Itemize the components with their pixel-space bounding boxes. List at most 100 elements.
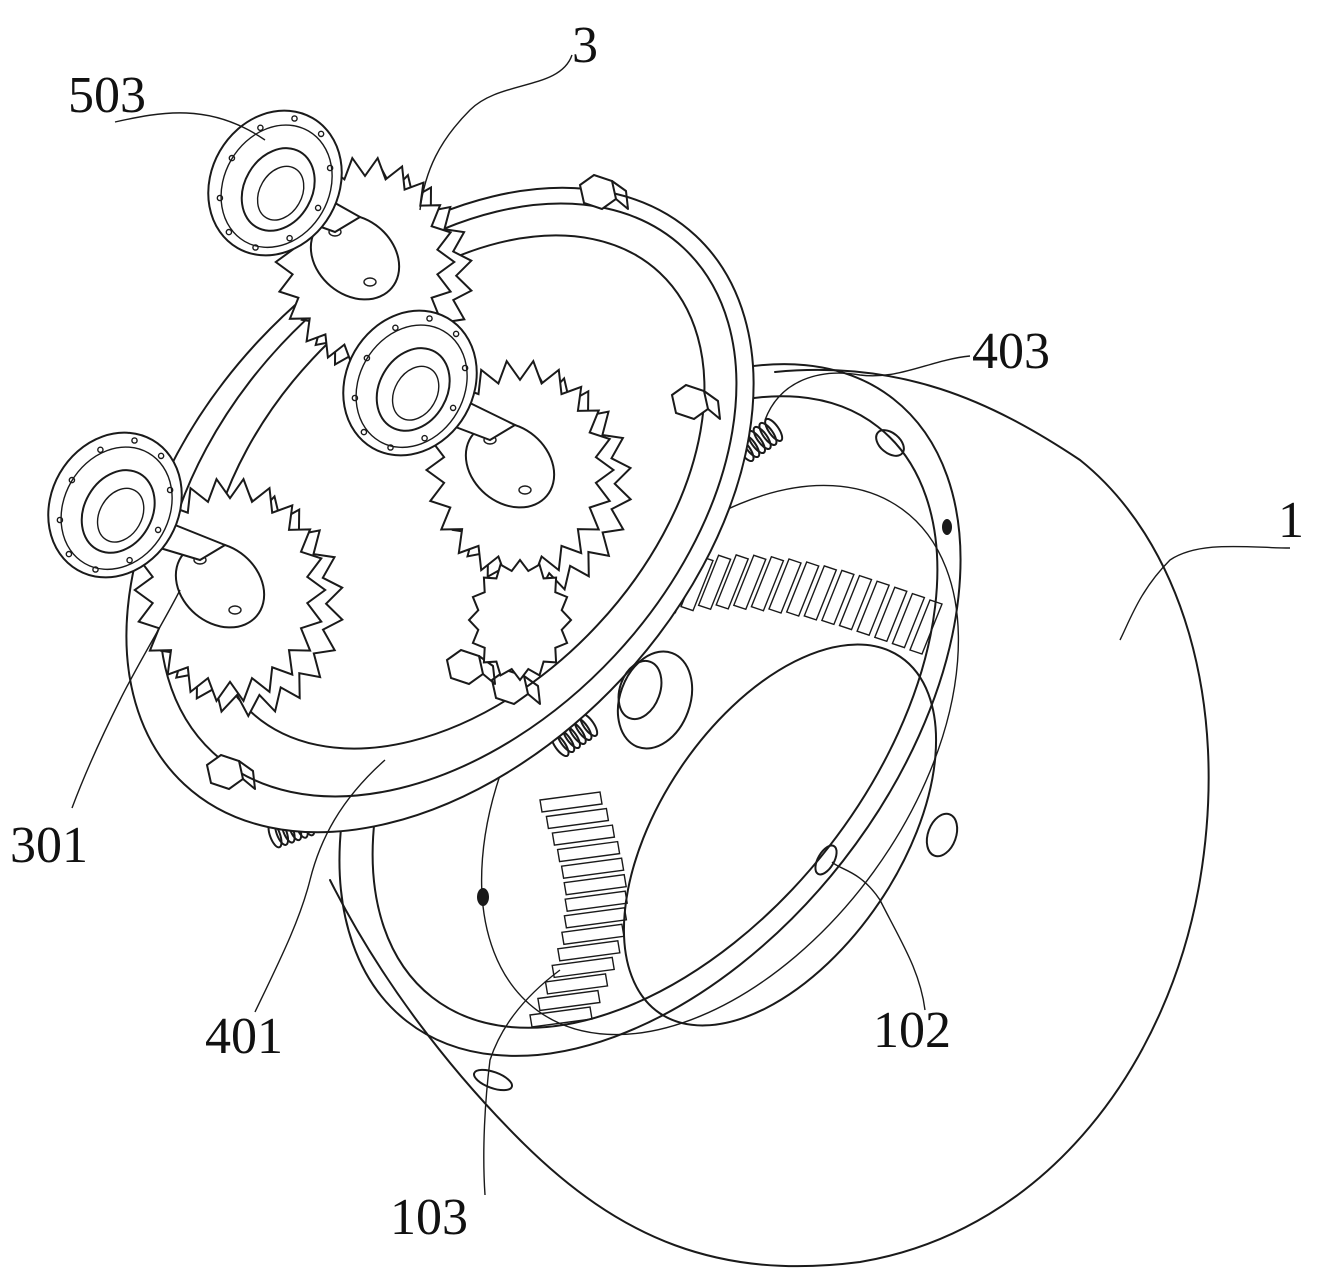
- coil-turn: [752, 425, 772, 450]
- label-103: 103: [390, 1189, 468, 1246]
- bearing-bore: [391, 365, 440, 421]
- ring-tooth: [838, 574, 873, 631]
- label-1: 1: [1278, 492, 1304, 549]
- coil-turn: [764, 417, 784, 442]
- bolt-head: [578, 173, 629, 211]
- ring-tooth: [556, 840, 621, 863]
- hub-hole: [228, 605, 242, 615]
- bearing-hole: [225, 228, 233, 236]
- bearing-hole: [421, 434, 428, 442]
- ring-tooth: [732, 554, 767, 611]
- bearing-inner: [80, 469, 156, 554]
- hub-hole: [363, 277, 377, 287]
- bolt-head: [205, 753, 256, 791]
- planet-gear: [342, 309, 633, 597]
- hub-hole: [518, 485, 532, 495]
- ring-tooth: [697, 554, 732, 611]
- bearing-hole: [360, 428, 368, 436]
- bearing-hole: [314, 204, 322, 212]
- ring-tooth: [856, 580, 891, 637]
- label-503: 503: [68, 67, 146, 124]
- sun-gear: [467, 558, 573, 682]
- bolt-hex: [445, 648, 485, 686]
- bolt-side: [523, 675, 541, 705]
- bolt-hex: [205, 753, 245, 791]
- ring-tooth: [820, 569, 855, 626]
- bearing-hole: [317, 130, 325, 138]
- bearing-inner: [240, 147, 316, 232]
- ring-tooth: [564, 890, 629, 912]
- bolt-side: [703, 390, 721, 420]
- bearing-hole: [387, 444, 394, 451]
- ring-tooth: [551, 956, 616, 979]
- ring-tooth: [750, 555, 785, 612]
- bearing-hole: [257, 124, 264, 132]
- bearing-hole: [216, 194, 224, 202]
- label-102: 102: [873, 1002, 951, 1059]
- ring-tooth: [891, 592, 926, 649]
- ring-tooth: [873, 586, 908, 643]
- ring-tooth: [563, 873, 628, 896]
- label-401: 401: [205, 1008, 283, 1065]
- callouts: 503 3 403 1 301 401 102 103: [10, 17, 1304, 1246]
- bearing-hole: [166, 486, 174, 494]
- ring-tooth: [715, 554, 750, 610]
- ring-tooth: [539, 791, 603, 813]
- ring-tooth: [803, 565, 838, 621]
- bearing-outer: [207, 109, 343, 257]
- ring-tooth: [561, 923, 625, 946]
- bearing-hole: [449, 404, 457, 412]
- center-bearing: [616, 650, 694, 750]
- sun-gear-face: [467, 558, 573, 682]
- bearing-hole: [68, 476, 76, 484]
- bearing-hole: [426, 315, 433, 322]
- bearing-hole: [157, 452, 165, 460]
- bearing-hole: [363, 354, 371, 362]
- bearing-outer: [47, 431, 183, 579]
- bolt-side: [611, 180, 629, 210]
- ring-tooth: [545, 807, 610, 830]
- coil-turn: [758, 421, 778, 446]
- bolt-hex: [670, 383, 710, 421]
- bearing-hole: [252, 244, 259, 251]
- ring-tooth: [909, 599, 943, 655]
- bearing-hole: [286, 234, 293, 242]
- bearing-hole: [97, 446, 104, 454]
- planet-gears: [47, 109, 633, 719]
- bearing-hole: [461, 364, 469, 372]
- label-301: 301: [10, 817, 88, 874]
- bearing-hole: [56, 516, 64, 524]
- bearing-hole: [228, 154, 236, 162]
- bearing-hole: [92, 566, 99, 573]
- bolt-head: [670, 383, 721, 421]
- ring-tooth: [560, 857, 625, 879]
- bolt-hex: [578, 173, 618, 211]
- bearing-hole: [154, 526, 162, 534]
- ring-tooth: [785, 561, 820, 617]
- planet-gear: [47, 431, 344, 719]
- leader-lines: [71, 54, 1291, 1196]
- bearing-hole: [65, 550, 73, 558]
- spring-coil: [735, 417, 784, 463]
- bearing-hole: [452, 330, 460, 338]
- ring-tooth: [544, 973, 609, 995]
- bearing-hole: [326, 164, 334, 172]
- label-3: 3: [572, 17, 598, 74]
- ring-tooth: [529, 1006, 593, 1028]
- bearing-hole: [392, 324, 399, 332]
- bearing-bore: [256, 165, 305, 221]
- ring-tooth: [551, 824, 616, 846]
- ring-tooth: [563, 907, 628, 929]
- bearing-bore: [96, 487, 145, 543]
- ring-tooth: [537, 989, 601, 1012]
- bearing-hole: [131, 437, 138, 444]
- bolt-side: [238, 760, 256, 790]
- bearing-hole: [351, 394, 359, 402]
- bearing-hole: [291, 115, 298, 122]
- bearing-outer: [342, 309, 478, 457]
- bearing-inner: [375, 347, 451, 432]
- label-403: 403: [972, 323, 1050, 380]
- ring-tooth: [556, 940, 621, 962]
- bearing-hole: [126, 556, 133, 564]
